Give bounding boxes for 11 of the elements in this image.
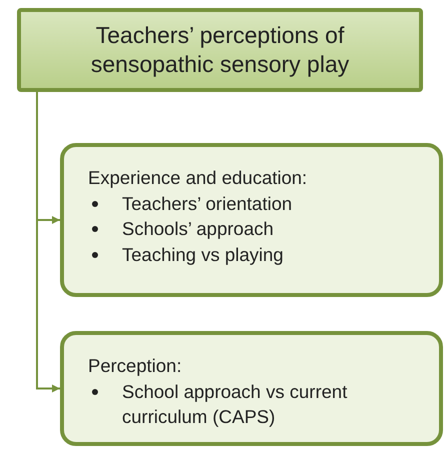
title-text: Teachers’ perceptions of sensopathic sensory play — [90, 21, 350, 79]
title-box — [17, 8, 423, 92]
bullet-item: School approach vs current curriculum (CAPS) — [88, 378, 429, 430]
connector-arrow — [36, 92, 60, 392]
topic-box — [60, 331, 443, 446]
bullet-item: Teaching vs playing — [88, 242, 429, 268]
box-heading: Perception: — [88, 354, 183, 378]
bullet-item: Schools’ approach — [88, 216, 429, 242]
box-heading: Experience and education: — [88, 166, 308, 190]
bullet-item: Teachers’ orientation — [88, 190, 429, 216]
topic-box — [60, 143, 443, 297]
